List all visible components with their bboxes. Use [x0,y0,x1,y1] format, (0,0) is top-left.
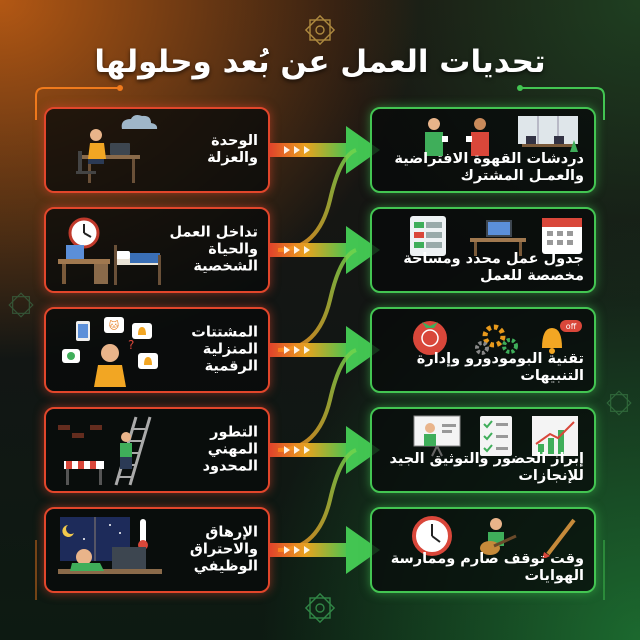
problem-card-distractions: 🐱 ? المشتتات المنزلية الرقمية [44,307,270,393]
exhausted-worker-night-icon [58,517,162,574]
solution-label-3: تقنية البومودورو وإدارة التنبيهات [416,351,584,384]
problem-label-1: الوحدة والعزلة [207,133,258,166]
clock-desk-bed-icon [58,217,161,285]
curve-3-2 [277,248,357,352]
arrow-row-2 [270,226,380,274]
clock-guitar-paintbrush-icon [412,516,576,558]
solution-label-5: وقت توقف صارم وممارسة الهوايات [390,551,584,584]
solution-card-visibility: إبراز الحضور والتوثيق الجيد للإنجازات [370,407,596,493]
chevron-dots [284,146,310,554]
bottom-ornament-icon [304,592,336,624]
problem-card-isolation: الوحدة والعزلة [44,107,270,193]
solution-label-1: دردشات القهوة الافتراضية والعمـل المشترك [394,151,584,184]
solution-label-2: جدول عمل محدد ومساحة مخصصة للعمل [403,251,584,284]
problem-label-4: التطور المهني المحدود [202,424,258,475]
left-ornament-icon [8,292,34,318]
curve-4-3 [277,348,357,452]
problem-label-3: المشتتات المنزلية الرقمية [191,324,258,375]
arrow-row-1 [270,126,380,174]
page-title: تحديات العمل عن بُعد وحلولها [94,44,546,80]
solution-label-4: إبراز الحضور والتوثيق الجيد للإنجازات [389,451,584,484]
problem-label-2: تداخل العمل والحياة الشخصية [169,224,259,275]
svg-text:🐱: 🐱 [109,320,120,332]
right-ornament-icon [606,390,632,416]
problem-card-work-life: تداخل العمل والحياة الشخصية [44,207,270,293]
top-ornament-icon [304,14,336,46]
solution-card-coffee-chats: دردشات القهوة الافتراضية والعمـل المشترك [370,107,596,193]
presentation-checklist-growth-icon [413,415,578,457]
problem-card-burnout: الإرهاق والاحتراق الوظيفي [44,507,270,593]
solution-card-hobbies: وقت توقف صارم وممارسة الهوايات [370,507,596,593]
person-at-laptop-cloud-icon [76,115,158,183]
solution-card-pomodoro: off تقنية البومودورو وإدارة التنبيهات [370,307,596,393]
tomato-timer-gears-bell-icon: off [413,320,582,355]
svg-text:off: off [566,322,577,331]
distracted-person-notifications-icon: 🐱 ? [62,317,158,387]
curve-2-1 [277,148,357,252]
curve-5-4 [277,448,357,552]
schedule-desk-calendar-icon [410,216,582,256]
solution-card-schedule: جدول عمل محدد ومساحة مخصصة للعمل [370,207,596,293]
arrow-row-4 [270,426,380,474]
coffee-chat-coworking-icon [425,116,578,156]
arrow-row-3 [270,326,380,374]
climbing-ladder-barrier-icon [58,416,152,486]
problem-label-5: الإرهاق والاحتراق الوظيفي [189,524,258,575]
arrow-row-5 [270,526,380,574]
svg-text:?: ? [128,338,134,352]
problem-card-career: التطور المهني المحدود [44,407,270,493]
